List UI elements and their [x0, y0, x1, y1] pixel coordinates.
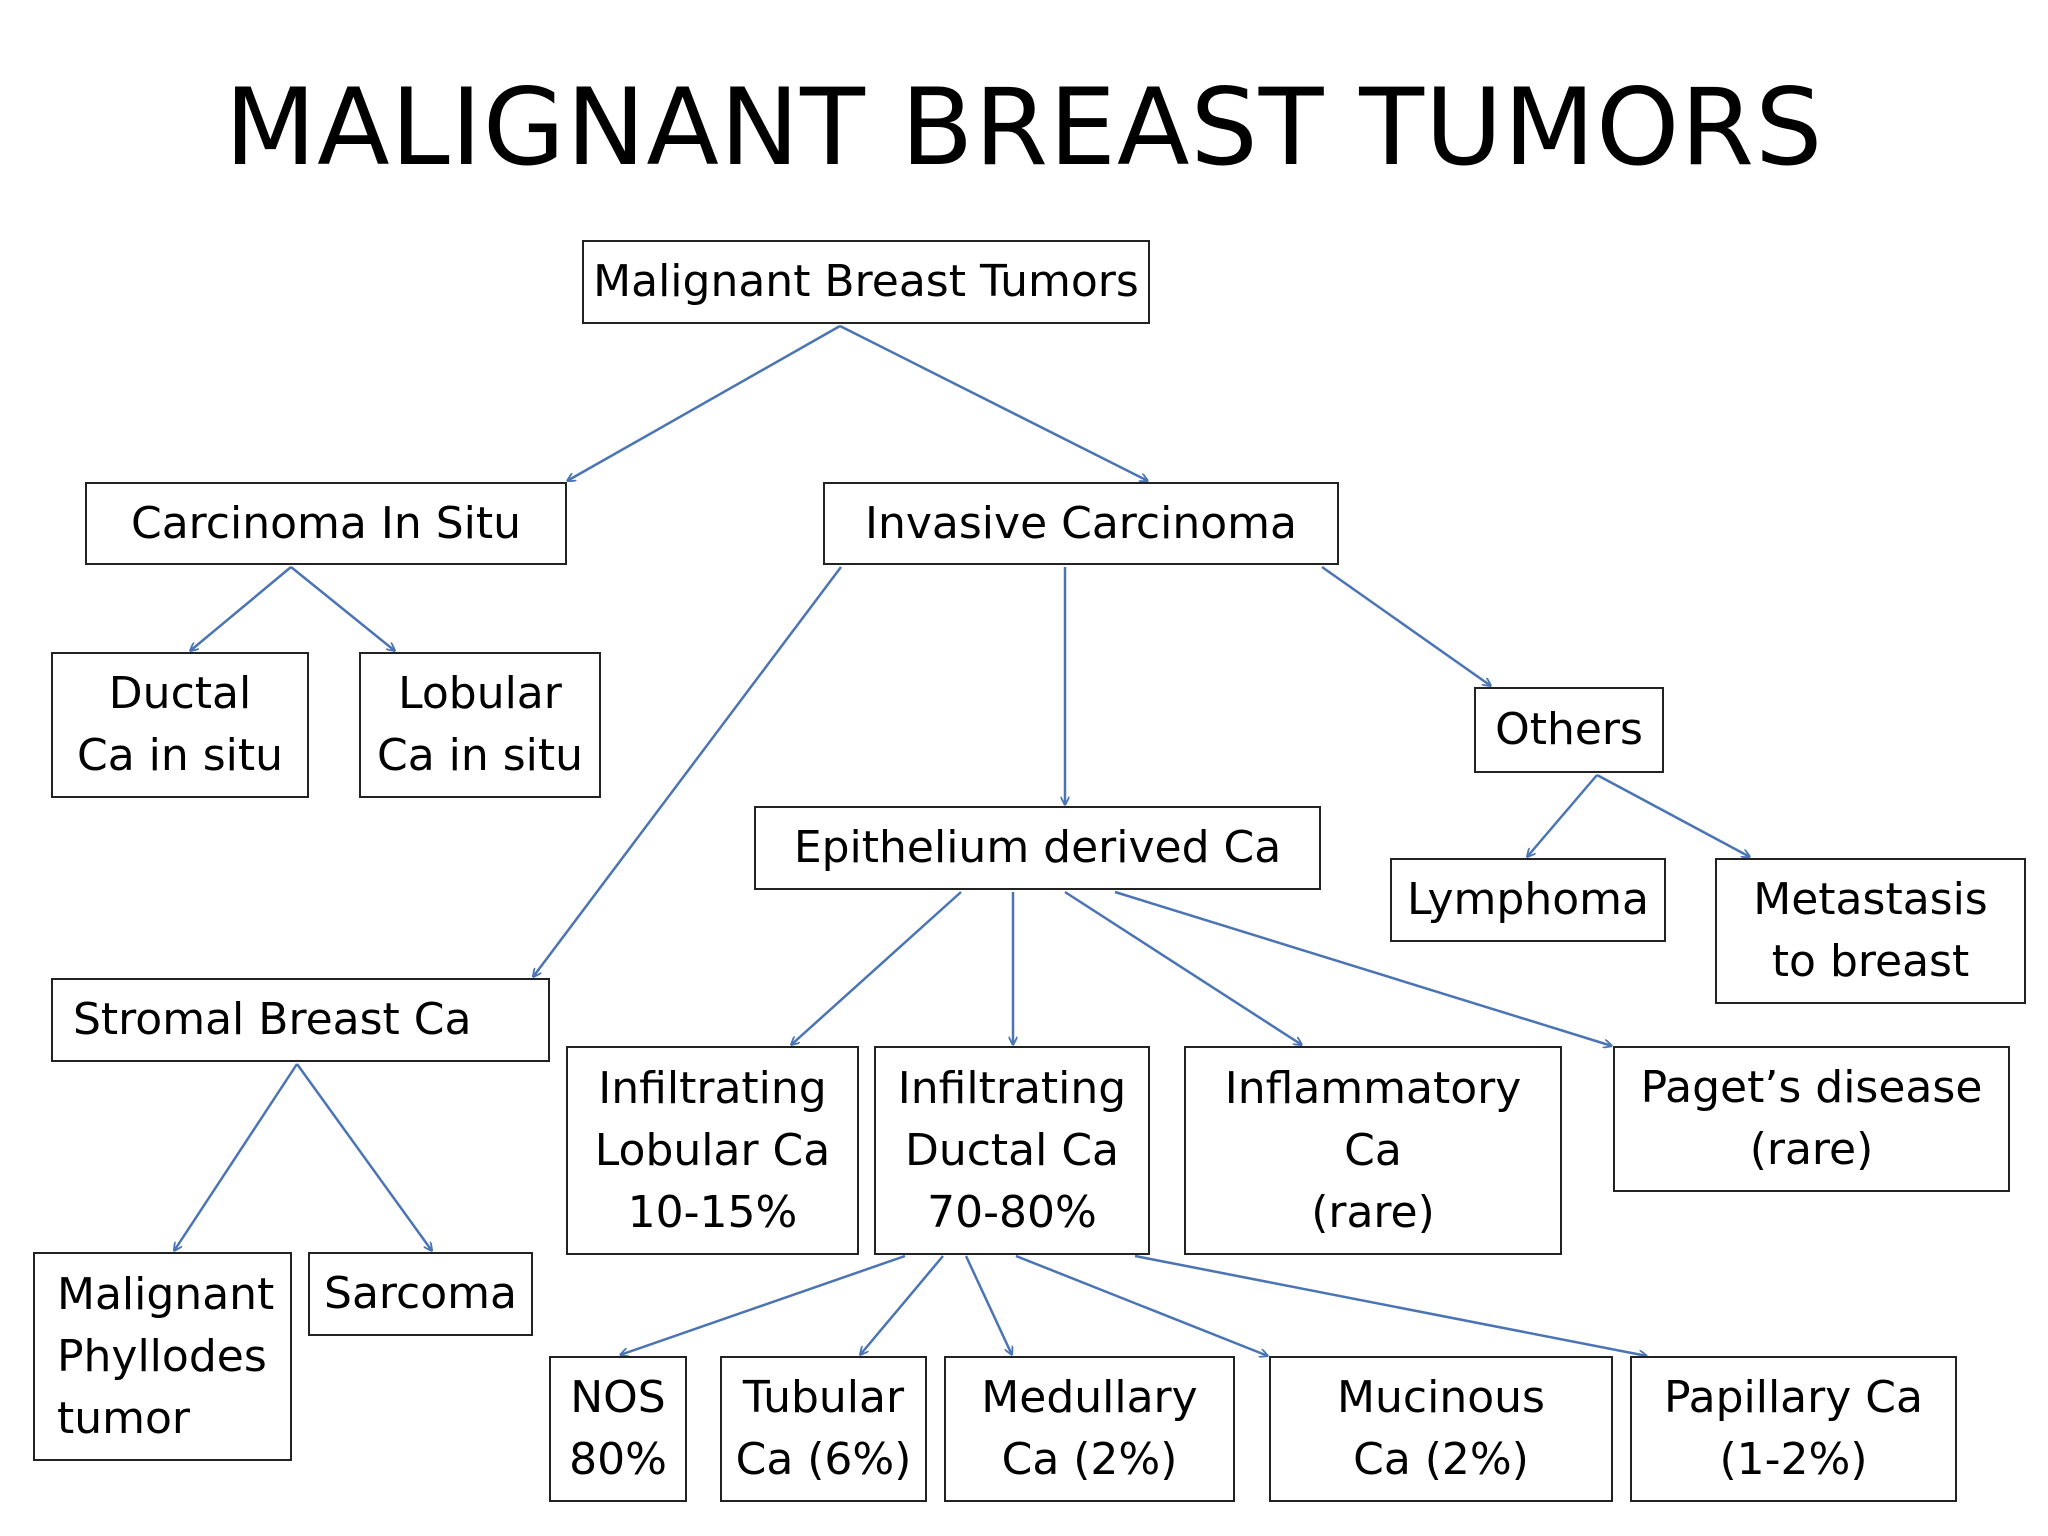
node-label-line: Paget’s disease: [1640, 1062, 1983, 1113]
node-label-line: Metastasis: [1753, 874, 1988, 925]
connector-arrow: [791, 891, 962, 1045]
connector-arrow: [1134, 1254, 1647, 1356]
node-root: Malignant Breast Tumors: [582, 240, 1150, 324]
node-label-line: Malignant Breast Tumors: [593, 256, 1139, 307]
node-label-line: Ductal: [108, 668, 252, 719]
node-label-line: Others: [1495, 704, 1643, 755]
node-label-line: 70-80%: [927, 1186, 1097, 1238]
node-label-line: NOS: [570, 1372, 666, 1423]
node-sarcoma: Sarcoma: [308, 1252, 533, 1336]
connector-arrow: [1015, 1254, 1268, 1356]
node-metastasis-to-breast: Metastasis to breast: [1715, 858, 2026, 1004]
node-label-line: (rare): [1749, 1124, 1874, 1175]
node-label-line: Invasive Carcinoma: [865, 497, 1297, 549]
connector-arrow: [290, 566, 395, 651]
connector-arrow: [1527, 774, 1598, 857]
node-label-line: (rare): [1311, 1186, 1435, 1238]
page-title: MALIGNANT BREAST TUMORS: [224, 66, 1824, 189]
connector-arrow: [174, 1063, 299, 1251]
connector-arrow: [567, 324, 841, 481]
connector-arrow: [295, 1063, 432, 1251]
node-label-line: Ca (2%): [1353, 1434, 1529, 1485]
node-label-line: Tubular: [742, 1372, 905, 1423]
node-tubular-ca: Tubular Ca (6%): [720, 1356, 927, 1502]
node-label-line: 80%: [569, 1434, 667, 1485]
node-mucinous-ca: Mucinous Ca (2%): [1269, 1356, 1613, 1502]
connector-arrow: [620, 1254, 906, 1355]
node-label-line: Phyllodes: [57, 1330, 267, 1382]
node-label-line: Mucinous: [1337, 1372, 1545, 1423]
node-label-line: Infiltrating: [598, 1062, 827, 1114]
node-label-line: Carcinoma In Situ: [131, 497, 521, 549]
node-label-line: Ca in situ: [376, 730, 584, 781]
node-label-line: Medullary: [981, 1372, 1198, 1423]
connector-arrow: [839, 324, 1148, 483]
node-label-line: Sarcoma: [324, 1268, 517, 1319]
node-label-line: 10-15%: [627, 1186, 798, 1238]
node-label-line: Lymphoma: [1407, 874, 1649, 925]
node-label-line: Ca in situ: [76, 730, 284, 781]
node-label-line: (1-2%): [1719, 1434, 1868, 1485]
node-label-line: Papillary Ca: [1664, 1372, 1923, 1423]
node-lobular-ca-in-situ: Lobular Ca in situ: [359, 652, 601, 798]
node-label-line: Malignant: [57, 1268, 275, 1320]
node-papillary-ca: Papillary Ca (1-2%): [1630, 1356, 1957, 1502]
node-invasive-carcinoma: Invasive Carcinoma: [823, 482, 1339, 565]
node-label-line: Lobular: [398, 668, 562, 719]
node-nos: NOS 80%: [549, 1356, 687, 1502]
node-others: Others: [1474, 687, 1664, 773]
node-label-line: to breast: [1771, 936, 1970, 987]
node-label-line: Ca (2%): [1001, 1434, 1178, 1485]
node-ductal-ca-in-situ: Ductal Ca in situ: [51, 652, 309, 798]
node-medullary-ca: Medullary Ca (2%): [944, 1356, 1235, 1502]
node-label-line: Ca: [1344, 1124, 1402, 1176]
node-label-line: Ca (6%): [735, 1434, 912, 1485]
node-pagets-disease: Paget’s disease (rare): [1613, 1046, 2010, 1192]
connector-arrow: [1114, 890, 1612, 1046]
connector-arrow: [860, 1255, 944, 1355]
node-stromal-breast-ca: Stromal Breast Ca: [51, 978, 550, 1062]
connector-arrow: [1596, 773, 1750, 857]
node-label-line: Infiltrating: [897, 1062, 1127, 1114]
node-carcinoma-in-situ: Carcinoma In Situ: [85, 482, 567, 565]
node-label-line: Ductal Ca: [904, 1124, 1120, 1176]
connector-arrow: [1321, 565, 1491, 686]
node-lymphoma: Lymphoma: [1390, 858, 1666, 942]
node-label-line: Stromal Breast Ca: [73, 994, 472, 1045]
connector-arrow: [964, 1255, 1012, 1355]
node-label-line: Inflammatory: [1224, 1062, 1522, 1114]
connector-arrow: [533, 566, 842, 977]
node-label-line: Epithelium derived Ca: [793, 822, 1282, 873]
node-label-line: tumor: [57, 1392, 191, 1444]
connector-arrow: [190, 566, 292, 651]
node-label-line: Lobular Ca: [594, 1124, 831, 1176]
connector-arrow: [1064, 890, 1302, 1045]
node-epithelium-derived-ca: Epithelium derived Ca: [754, 806, 1321, 890]
